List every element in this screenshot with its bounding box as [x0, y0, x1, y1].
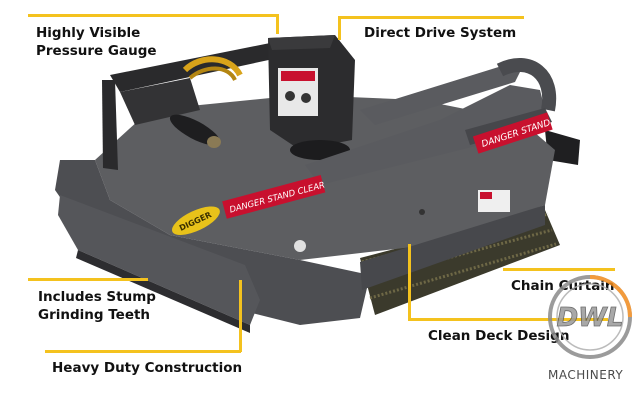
callout-line-deck-rise — [408, 244, 411, 320]
callout-line-chain — [503, 268, 615, 271]
callout-stump-line2: Grinding Teeth — [38, 307, 151, 323]
callout-line-drive-drop — [338, 16, 341, 40]
dwl-logo: DWL — [548, 275, 632, 359]
callout-line-stump — [28, 278, 148, 281]
callout-line-deck — [408, 318, 608, 321]
callout-gauge-line1: Highly Visible — [36, 25, 141, 41]
a-frame-hitch — [305, 85, 545, 185]
callout-line-drive — [338, 16, 524, 19]
skid-shoe — [58, 195, 260, 325]
callout-deck: Clean Deck Design — [428, 328, 570, 344]
deck-skirt — [55, 160, 370, 325]
dwl-logo-letters: DWL — [557, 303, 624, 333]
callout-heavy: Heavy Duty Construction — [52, 360, 243, 376]
logo-caption: MACHINERY — [548, 368, 624, 382]
rear-frame — [110, 40, 292, 92]
callout-stump: Includes Stump Grinding Teeth — [38, 288, 156, 324]
callout-gauge-line2: Pressure Gauge — [36, 43, 157, 59]
callout-line-heavy-rise — [239, 280, 242, 352]
callout-line-heavy — [45, 350, 241, 353]
callout-line-gauge-drop — [276, 14, 279, 34]
callout-drive: Direct Drive System — [364, 25, 517, 41]
hydraulic-hose — [182, 56, 243, 77]
callout-line-gauge — [28, 14, 278, 17]
callout-stump-line1: Includes Stump — [38, 289, 156, 305]
callout-gauge: Highly Visible Pressure Gauge — [36, 24, 157, 60]
